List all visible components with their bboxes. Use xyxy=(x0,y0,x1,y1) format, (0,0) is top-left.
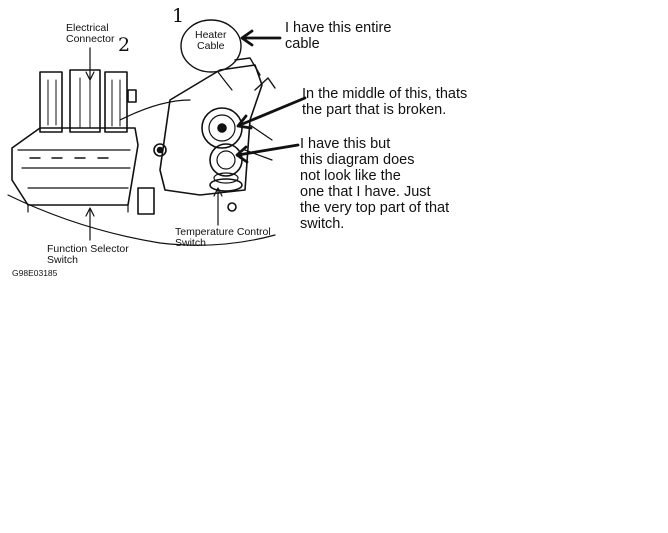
figure-code: G98E03185 xyxy=(12,268,58,278)
note-switch: I have this but this diagram does not lo… xyxy=(300,136,450,232)
heater-cable-circle xyxy=(180,19,242,73)
lower-gear xyxy=(209,143,243,177)
annotation-arrows xyxy=(235,29,307,164)
temperature-control-switch-drawing xyxy=(153,57,276,212)
temperature-control-switch-label: Temperature Control Switch xyxy=(175,226,271,249)
dashboard-arc-inner xyxy=(119,99,191,121)
arrow-switch xyxy=(236,143,300,157)
function-selector-switch-label: Function Selector Switch xyxy=(47,243,129,266)
function-selector-switch-drawing xyxy=(11,69,155,215)
arrow-broken xyxy=(238,96,307,127)
note-cable: I have this entire cable xyxy=(285,20,392,52)
heater-cable-label: Heater Cable xyxy=(195,29,227,52)
handwritten-number-2: 2 xyxy=(118,34,131,56)
handwritten-number-1: 1 xyxy=(172,5,185,27)
heater-cable-leader xyxy=(217,71,233,91)
note-broken: In the middle of this, thats the part th… xyxy=(302,86,468,118)
electrical-connector-label: Electrical Connector xyxy=(66,22,115,45)
dashboard-arc xyxy=(7,194,276,246)
